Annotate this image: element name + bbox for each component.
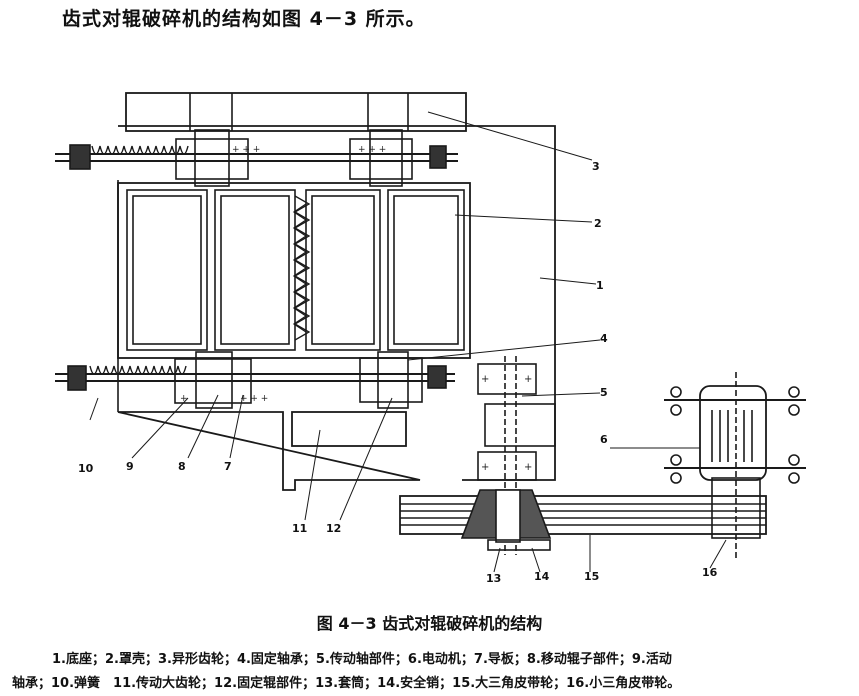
figure-legend: 1.底座；2.罩壳；3.异形齿轮；4.固定轴承；5.传动轴部件；6.电动机；7.… (12, 648, 848, 696)
drive-big-gear (291, 411, 407, 447)
top-gear-guard (125, 92, 467, 132)
callout-2: 2 (594, 217, 602, 230)
legend-line-1: 1.底座；2.罩壳；3.异形齿轮；4.固定轴承；5.传动轴部件；6.电动机；7.… (52, 652, 672, 667)
callout-16: 16 (702, 566, 718, 579)
callout-9: 9 (126, 460, 134, 473)
callout-14: 14 (534, 570, 550, 583)
svg-text:+: + (481, 462, 489, 473)
legend-line-2: 轴承；10.弹簧 11.传动大齿轮；12.固定辊部件；13.套筒；14.安全销；… (12, 676, 681, 691)
roller-teeth (292, 195, 311, 341)
figure-caption: 图 4－3 齿式对辊破碎机的结构 (316, 614, 543, 633)
callout-13: 13 (486, 572, 501, 585)
roller-frame (117, 182, 471, 359)
callout-leader-lines (89, 111, 727, 573)
callout-12: 12 (326, 522, 341, 535)
intro-text: 齿式对辊破碎机的结构如图 4－3 所示。 (62, 8, 426, 30)
callout-4: 4 (600, 332, 608, 345)
callout-1: 1 (596, 279, 604, 292)
svg-text:+ + +: + + + (358, 145, 386, 155)
callout-7: 7 (224, 460, 232, 473)
svg-text:+: + (481, 374, 489, 385)
callout-10: 10 (78, 462, 94, 475)
top-shaft-assembly: + + + + + + (55, 129, 458, 187)
callout-3: 3 (592, 160, 600, 173)
callout-15: 15 (584, 570, 599, 583)
motor (664, 385, 806, 484)
callout-6: 6 (600, 433, 608, 446)
svg-text:+ + +: + + + (240, 394, 268, 404)
big-v-belt-pulley (399, 489, 767, 551)
svg-text:+: + (524, 462, 532, 473)
callout-8: 8 (178, 460, 186, 473)
svg-text:+: + (180, 394, 188, 404)
callout-11: 11 (292, 522, 307, 535)
bottom-shaft-assembly: + + + + (55, 351, 455, 409)
svg-text:+: + (524, 374, 532, 385)
svg-text:+ + +: + + + (232, 145, 260, 155)
callout-5: 5 (600, 386, 608, 399)
housing-outline (117, 125, 556, 491)
